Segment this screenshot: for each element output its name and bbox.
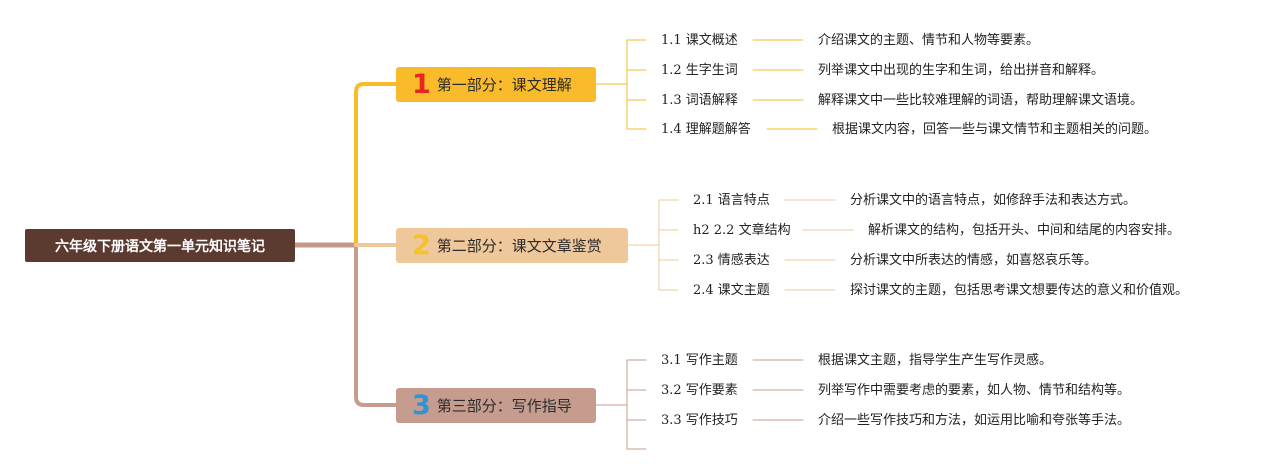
item-desc-1-4: 根据课文内容，回答一些与课文情节和主题相关的问题。 [832,122,1158,137]
part-number-1-icon: 1 [412,69,431,100]
item-label-2-2[interactable]: h2 2.2 文章结构 [693,223,791,238]
part-node-2[interactable]: 2 第二部分：课文文章鉴赏 [396,228,628,263]
part-node-3[interactable]: 3 第三部分：写作指导 [396,388,596,423]
part-title-2: 第二部分：课文文章鉴赏 [436,237,602,255]
item-label-3-3[interactable]: 3.3 写作技巧 [661,413,738,428]
item-label-1-4[interactable]: 1.4 理解题解答 [661,122,751,137]
item-label-2-1[interactable]: 2.1 语言特点 [693,193,770,208]
item-desc-1-3: 解释课文中一些比较难理解的词语，帮助理解课文语境。 [818,93,1144,108]
item-label-2-3[interactable]: 2.3 情感表达 [693,253,770,268]
item-desc-3-2: 列举写作中需要考虑的要素，如人物、情节和结构等。 [818,383,1131,398]
root-title: 六年级下册语文第一单元知识笔记 [55,238,265,255]
item-label-3-2[interactable]: 3.2 写作要素 [661,383,738,398]
item-desc-3-3: 介绍一些写作技巧和方法，如运用比喻和夸张等手法。 [818,413,1131,428]
item-label-3-1[interactable]: 3.1 写作主题 [661,353,738,368]
branch-path-2 [354,82,396,245]
part-title-3: 第三部分：写作指导 [436,397,572,415]
item-desc-2-2: 解析课文的结构，包括开头、中间和结尾的内容安排。 [868,223,1181,238]
item-label-1-2[interactable]: 1.2 生字生词 [661,63,738,78]
part-number-2-icon: 2 [412,230,431,261]
item-desc-3-1: 根据课文主题，指导学生产生写作灵感。 [818,353,1053,368]
part-node-1[interactable]: 1 第一部分：课文理解 [396,67,596,102]
item-label-1-1[interactable]: 1.1 课文概述 [661,33,738,48]
part-title-1: 第一部分：课文理解 [436,76,572,94]
item-desc-2-3: 分析课文中所表达的情感，如喜怒哀乐等。 [850,253,1098,268]
item-desc-2-4: 探讨课文的主题，包括思考课文想要传达的意义和价值观。 [850,283,1189,298]
part-number-3-icon: 3 [412,390,431,421]
item-desc-1-2: 列举课文中出现的生字和生词，给出拼音和解释。 [818,63,1105,78]
root-node[interactable]: 六年级下册语文第一单元知识笔记 [25,229,295,262]
item-label-1-3[interactable]: 1.3 词语解释 [661,93,738,108]
item-label-2-4[interactable]: 2.4 课文主题 [693,283,770,298]
branch-path-3 [354,245,396,407]
item-desc-1-1: 介绍课文的主题、情节和人物等要素。 [818,33,1040,48]
item-desc-2-1: 分析课文中的语言特点，如修辞手法和表达方式。 [850,193,1137,208]
